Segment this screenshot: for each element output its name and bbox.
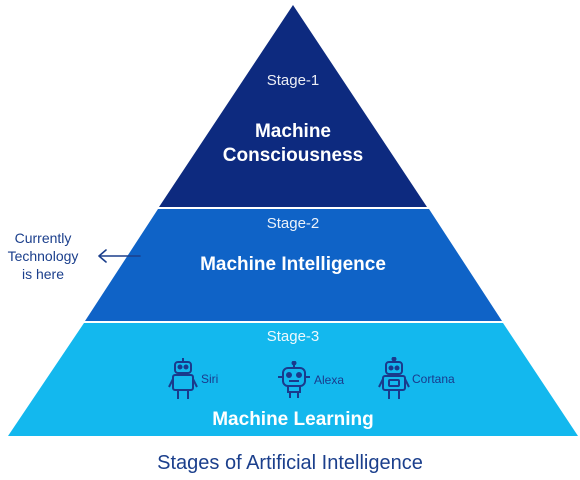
stage-3-title: Machine Learning — [212, 409, 374, 430]
stage-2-label: Stage-2 — [266, 215, 320, 232]
stage-2-tier — [85, 209, 502, 321]
stage-1-label: Stage-1 — [266, 72, 320, 89]
diagram-caption: Stages of Artificial Intelligence — [157, 452, 423, 474]
current-stage-arrow — [98, 249, 141, 263]
stage-2-title: Machine Intelligence — [200, 254, 386, 275]
assistant-name: Siri — [201, 372, 219, 386]
stage-3-label: Stage-3 — [266, 328, 320, 345]
stage-1-tier — [159, 5, 427, 207]
assistant-cortana: Cortana — [378, 357, 455, 401]
assistant-name: Alexa — [314, 373, 345, 387]
assistant-alexa: Alexa — [276, 361, 344, 399]
note-line-2: Technology — [7, 248, 79, 264]
stage-1-title-line2: Consciousness — [222, 145, 364, 166]
robot-icon — [378, 357, 410, 399]
robot-icon — [278, 361, 310, 398]
current-technology-note: Currently Technology is here — [2, 229, 84, 283]
note-line-3: is here — [21, 266, 65, 282]
assistant-name: Cortana — [412, 372, 455, 386]
stage-3-tier — [8, 323, 578, 436]
assistant-siri: Siri — [167, 357, 218, 401]
stage-1-title-line1: Machine — [254, 121, 332, 142]
note-line-1: Currently — [14, 230, 72, 246]
robot-icon — [168, 358, 198, 399]
